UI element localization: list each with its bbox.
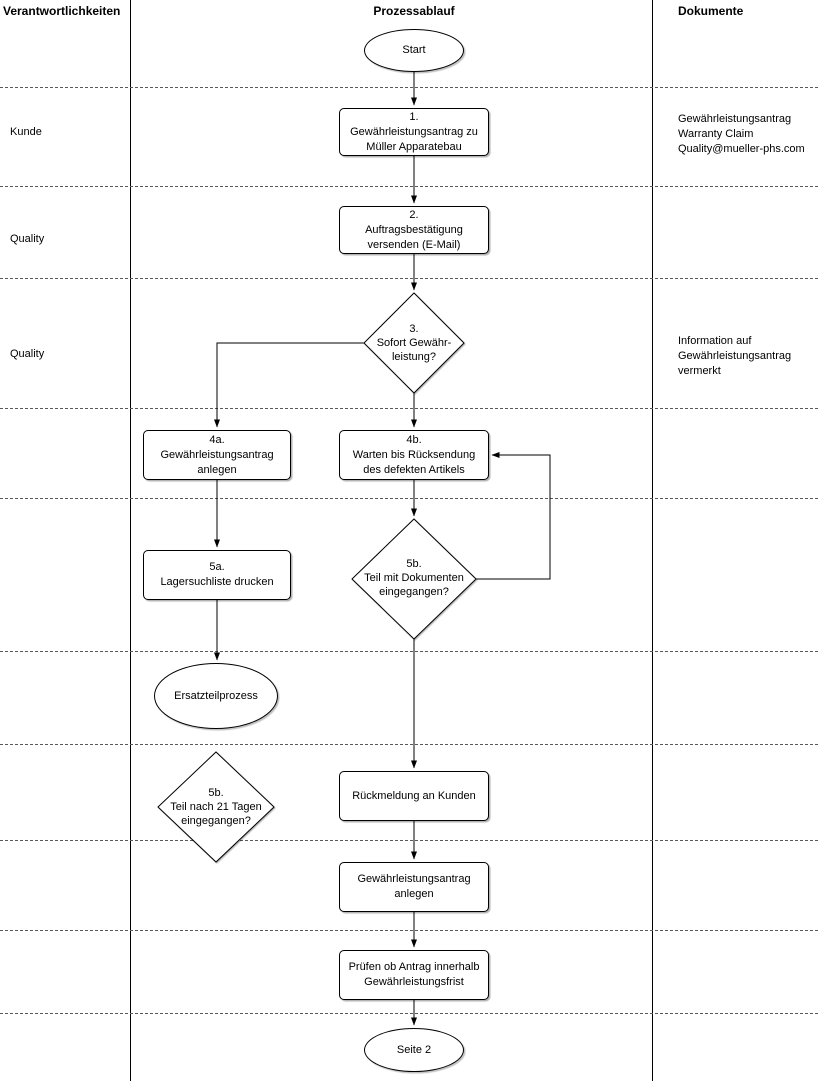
lane-separator-8 <box>0 840 818 841</box>
node-text: 2. <box>409 208 419 221</box>
node-text: 4a. <box>209 433 225 446</box>
arrow-loop-decision5b-to-step4b <box>476 452 551 580</box>
node-text: 5b. <box>406 558 422 570</box>
node-text: Müller Apparatebau <box>366 140 462 153</box>
lane-label-kunde: Kunde <box>10 126 42 138</box>
node-text: Seite 2 <box>396 1043 432 1056</box>
node-text: 5a. <box>209 561 225 573</box>
node-text: anlegen <box>394 888 434 900</box>
process-step-5a: 5a. Lagersuchliste drucken <box>143 550 291 600</box>
decision-5b-left-diamond-shape <box>157 751 275 863</box>
node-text: Gewährleistungsantrag <box>160 448 274 461</box>
node-text: Gewährleistungsantrag <box>357 873 471 885</box>
node-text: 1. <box>409 110 419 123</box>
start-node: Start <box>364 29 464 72</box>
process-step-4a: 4a. Gewährleistungsantrag anlegen <box>143 430 291 480</box>
node-text: Start <box>402 44 426 56</box>
process-step-1: 1. Gewährleistungsantrag zu Müller Appar… <box>339 108 489 156</box>
process-step-4b: 4b. Warten bis Rücksendung des defekten … <box>339 430 489 480</box>
lane-separator-1 <box>0 87 818 88</box>
node-text: versenden (E-Mail) <box>367 238 461 251</box>
lane-line-right <box>652 0 653 1081</box>
node-text: Teil mit Dokumenten <box>364 572 464 584</box>
arrow-decision3-to-step4a <box>214 342 364 428</box>
lane-separator-5 <box>0 498 818 499</box>
doc-line: Quality@mueller-phs.com <box>678 143 805 155</box>
check-warranty-period-step: Prüfen ob Antrag innerhalb Gewährleistun… <box>339 950 489 1000</box>
column-header-responsibilities: Verantwortlichkeiten <box>3 4 121 18</box>
lane-line-left <box>130 0 131 1081</box>
node-text: Warten bis Rücksendung <box>352 448 476 461</box>
node-text: leistung? <box>391 351 437 363</box>
process-step-2: 2. Auftragsbestätigung versenden (E-Mail… <box>339 206 489 254</box>
node-text: Lagersuchliste drucken <box>160 576 274 588</box>
node-text: 4b. <box>406 433 422 446</box>
doc-line: Gewährleistungsantrag <box>678 113 792 125</box>
doc-line: Warranty Claim <box>678 128 754 140</box>
lane-separator-2 <box>0 186 818 187</box>
document-note-warranty-claim: Gewährleistungsantrag Warranty Claim Qua… <box>678 112 818 157</box>
doc-line: Information auf <box>678 335 752 347</box>
lane-separator-9 <box>0 930 818 931</box>
page-2-node: Seite 2 <box>364 1028 464 1072</box>
node-text: Ersatzteilprozess <box>174 689 258 702</box>
decision-step-5b-right: 5b. Teil mit Dokumenten eingegangen? <box>352 557 476 599</box>
node-text: Gewährleistungsfrist <box>364 976 464 988</box>
node-text: Rückmeldung an Kunden <box>352 789 476 802</box>
create-warranty-claim-step: Gewährleistungsantrag anlegen <box>339 862 489 912</box>
lane-separator-4 <box>0 408 818 409</box>
decision-step-3: 3. Sofort Gewähr- leistung? <box>364 322 464 364</box>
node-text: anlegen <box>197 463 237 476</box>
lane-separator-3 <box>0 278 818 279</box>
lane-separator-6 <box>0 651 818 652</box>
spare-part-process-node: Ersatzteilprozess <box>154 663 278 729</box>
column-header-documents: Dokumente <box>678 4 744 18</box>
node-text: Gewährleistungsantrag zu <box>350 125 478 138</box>
document-note-information: Information auf Gewährleistungsantrag ve… <box>678 334 818 379</box>
lane-separator-7 <box>0 744 818 745</box>
node-text: eingegangen? <box>379 586 449 598</box>
decision-step-5b-left: 5b. Teil nach 21 Tagen eingegangen? <box>154 786 278 828</box>
node-text: Auftragsbestätigung <box>365 223 463 236</box>
node-text: eingegangen? <box>181 815 251 827</box>
node-text: 3. <box>409 323 419 335</box>
column-header-process: Prozessablauf <box>373 4 455 18</box>
feedback-to-customer-step: Rückmeldung an Kunden <box>339 771 489 821</box>
doc-line: vermerkt <box>678 365 721 377</box>
node-text: Prüfen ob Antrag innerhalb <box>348 961 480 973</box>
node-text: Sofort Gewähr- <box>376 337 452 349</box>
node-text: des defekten Artikels <box>363 463 465 476</box>
lane-label-quality-1: Quality <box>10 233 45 245</box>
lane-label-quality-2: Quality <box>10 348 45 360</box>
lane-separator-10 <box>0 1013 818 1014</box>
doc-line: Gewährleistungsantrag <box>678 350 792 362</box>
node-text: Teil nach 21 Tagen <box>170 801 262 813</box>
node-text: 5b. <box>208 787 224 799</box>
